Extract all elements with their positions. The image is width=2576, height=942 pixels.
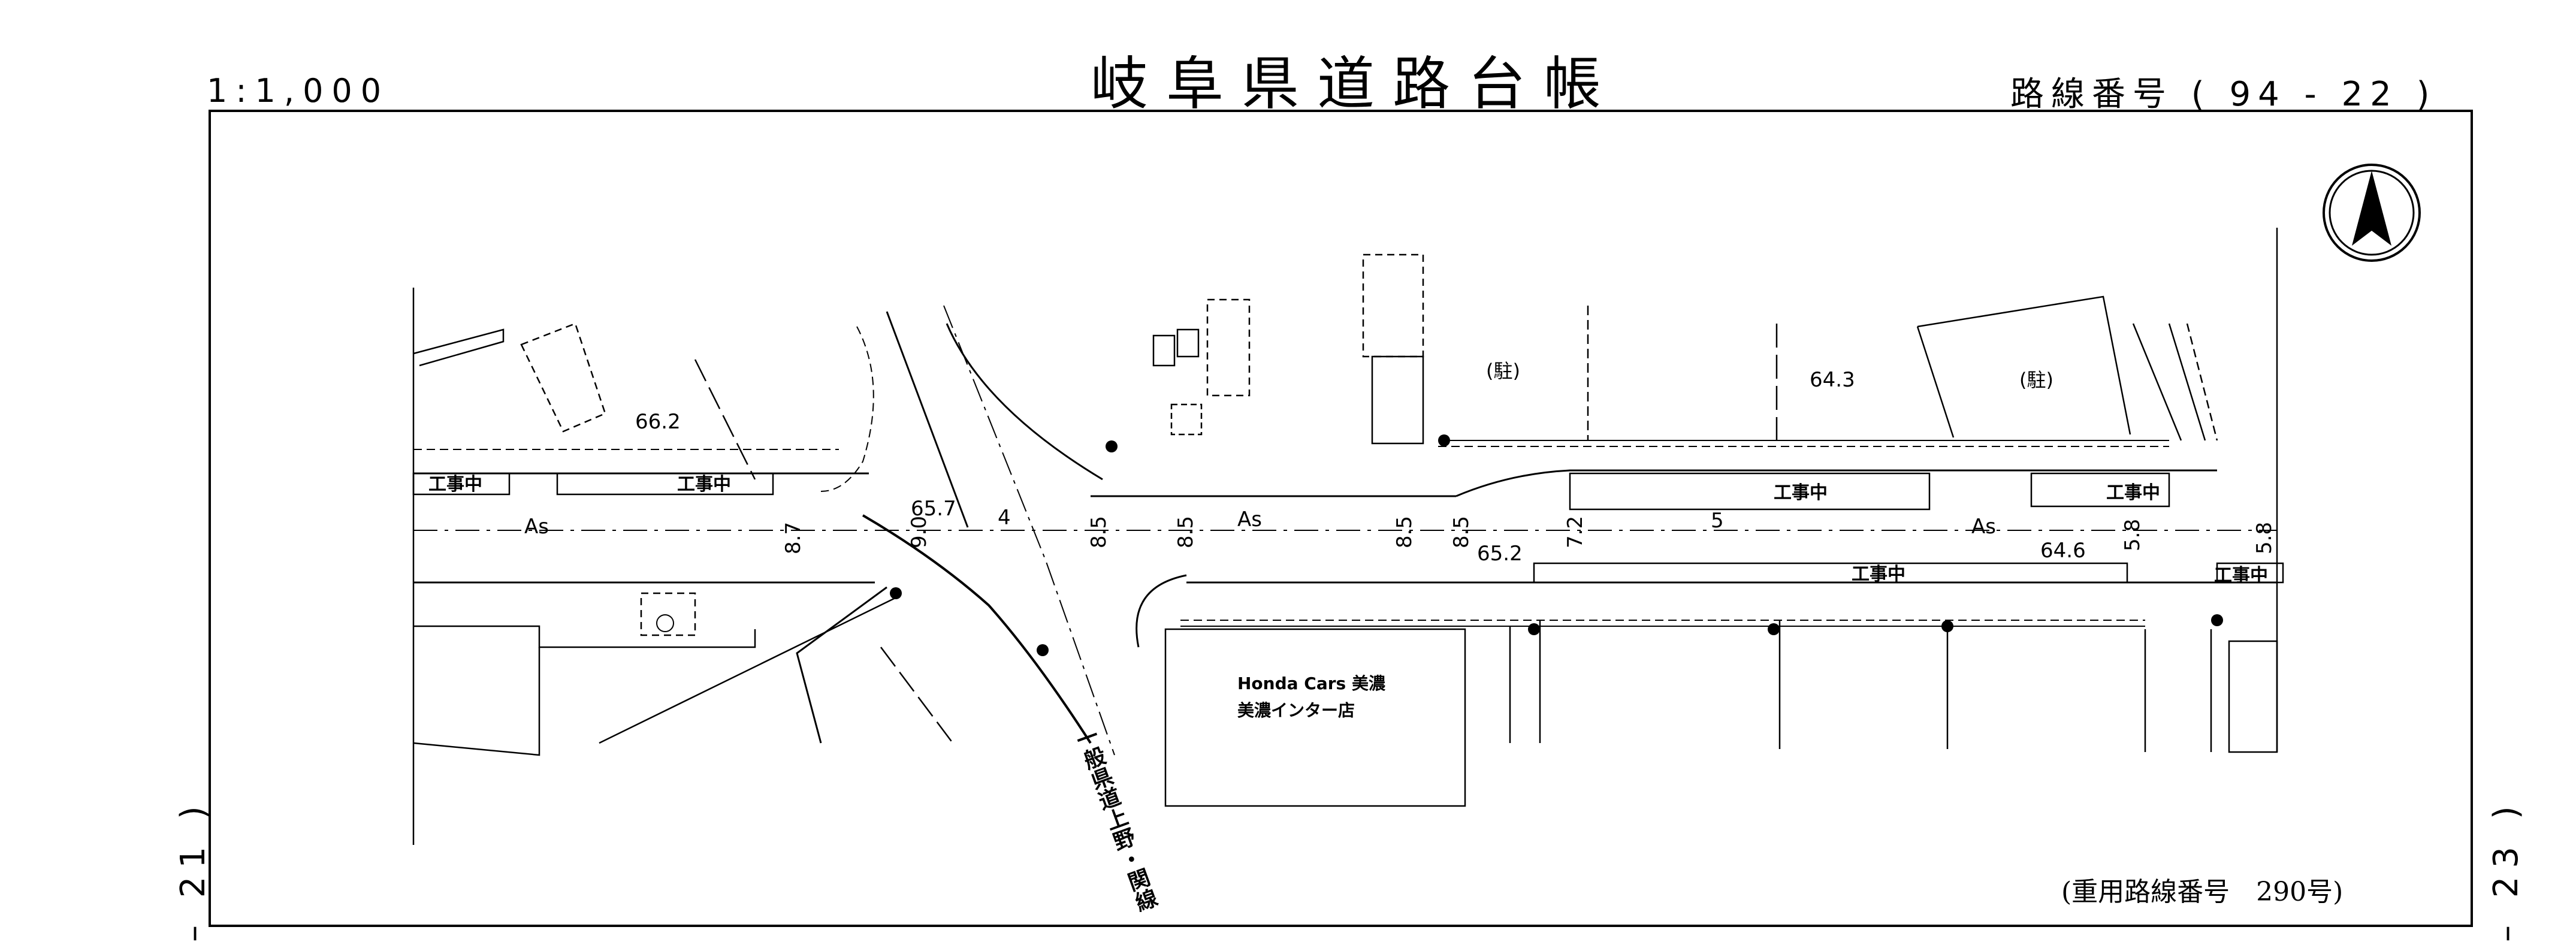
elevation-label: 66.2 (635, 410, 681, 434)
road-surface-label: As (1237, 508, 1262, 532)
elevation-label: 64.3 (1810, 368, 1855, 392)
road-width-label: 7.2 (1563, 516, 1587, 548)
road-width-label: 8.5 (1174, 516, 1198, 548)
map-scale: 1:1,000 (207, 72, 390, 110)
crossing-road-label: 一般県道上野・関線 (1070, 724, 1160, 915)
construction-label: 工事中 (1852, 564, 1905, 585)
elevation-label: 65.2 (1477, 542, 1523, 566)
construction-label: 工事中 (2214, 565, 2268, 586)
construction-label: 工事中 (677, 474, 731, 495)
map-frame (209, 110, 2473, 927)
road-width-label: 5.8 (2252, 522, 2276, 554)
construction-label: 工事中 (1774, 482, 1828, 503)
north-arrow-icon (2323, 164, 2421, 262)
main-road (413, 440, 2277, 627)
crossing-road (599, 305, 1187, 756)
construction-areas (412, 472, 2284, 584)
road-surface-label: As (524, 515, 549, 539)
road-width-label: 8.5 (1087, 516, 1111, 548)
elevation-label: 65.7 (911, 497, 956, 521)
road-width-label: 8.7 (781, 522, 805, 554)
building-name: 美濃インター店 (1237, 701, 1355, 720)
survey-points (890, 434, 2223, 656)
construction-label: 工事中 (2106, 482, 2160, 503)
road-width-label: 5 (1711, 509, 1724, 533)
road-surface-label: As (1971, 515, 1996, 539)
heavy-route-label: (重用路線番号 290号) (2061, 877, 2344, 907)
page-title: 岐阜県道路台帳 (1091, 50, 1619, 117)
road-width-label: 8.5 (1449, 516, 1473, 548)
parking-label: (駐) (1486, 360, 1520, 382)
road-width-label: 9.0 (907, 516, 931, 548)
parcels (412, 228, 2278, 845)
construction-label: 工事中 (428, 474, 482, 495)
road-width-label: 4 (998, 506, 1011, 530)
building-name: Honda Cars 美濃 (1237, 674, 1386, 693)
road-width-label: 8.5 (1393, 516, 1417, 548)
road-width-label: 5.8 (2121, 519, 2145, 551)
route-number: 路線番号 ( 94 - 22 ) (2010, 75, 2437, 114)
elevation-label: 64.6 (2040, 539, 2086, 563)
parking-label: (駐) (2019, 369, 2053, 391)
